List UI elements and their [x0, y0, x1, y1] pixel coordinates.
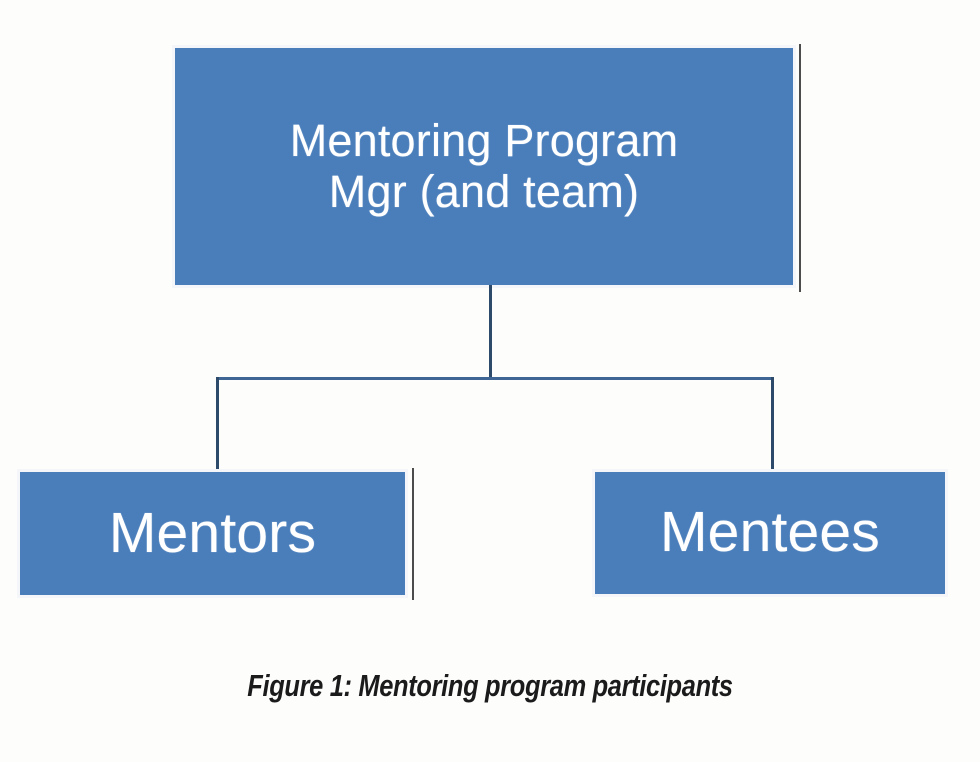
connector-drop-to-mentors	[216, 377, 219, 473]
figure-caption: Figure 1: Mentoring program participants	[247, 668, 733, 703]
connector-root-drop	[489, 285, 492, 379]
org-node-mentors[interactable]: Mentors	[17, 469, 408, 598]
connector-drop-to-mentees	[771, 377, 774, 473]
root-node-edge-stripe	[799, 44, 801, 292]
org-node-label: Mentors	[108, 500, 317, 565]
connector-horizontal-bus	[216, 377, 774, 380]
org-node-label-line2: Mgr (and team)	[328, 165, 640, 217]
org-node-mentees[interactable]: Mentees	[592, 469, 948, 597]
mentors-node-edge-stripe	[412, 468, 414, 600]
org-node-label-line1: Mentoring Program	[289, 115, 679, 167]
org-node-label: Mentees	[659, 500, 881, 565]
